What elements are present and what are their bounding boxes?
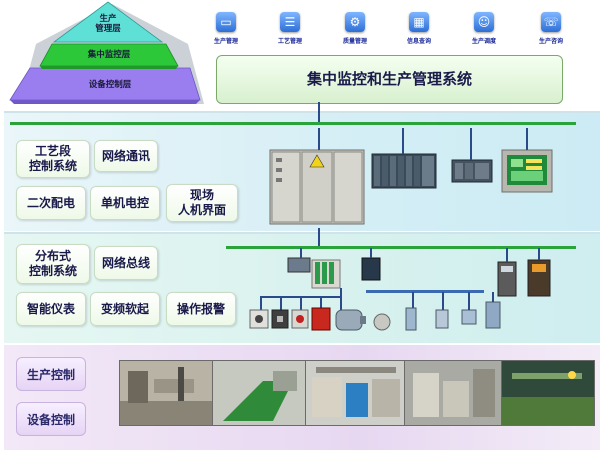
box-smart-instruments: 智能仪表 <box>16 292 86 326</box>
box-distributed-control-system: 分布式控制系统 <box>16 244 90 284</box>
selector-switch-icon <box>271 309 289 329</box>
gateway-icon <box>497 261 517 297</box>
people-icon: ☺ <box>474 12 494 32</box>
small-plc-icon <box>451 159 493 183</box>
pyramid-middle-label: 集中监控层 <box>87 50 131 60</box>
hmi-panel-icon <box>501 149 553 193</box>
emergency-switch-icon <box>311 307 331 331</box>
box-field-hmi: 现场人机界面 <box>166 184 238 222</box>
plant-photo-5 <box>501 360 595 426</box>
pyramid-graphic <box>9 1 204 104</box>
monitor-icon: ▭ <box>216 12 236 32</box>
pyramid-top-label: 生产管理层 <box>95 14 121 34</box>
fieldbus-line <box>366 290 484 293</box>
top-icon-label: 生产调度 <box>471 38 496 45</box>
top-icon-label: 信息查询 <box>406 38 431 45</box>
sensor-icons <box>405 301 501 331</box>
stop-button-icon <box>291 309 309 329</box>
top-icon-quality-management[interactable]: ⚙ 质量管理 <box>325 12 385 45</box>
flowmeter-icon <box>373 313 391 331</box>
plc-rack-icon <box>371 153 437 189</box>
network-bus-middle <box>226 246 576 249</box>
display-module-icon <box>527 259 551 297</box>
plant-photo-1 <box>119 360 213 426</box>
box-network-communication: 网络通讯 <box>94 140 158 172</box>
top-icon-production-consult[interactable]: ☏ 生产咨询 <box>521 12 581 45</box>
database-icon: ▦ <box>409 12 429 32</box>
box-process-segment-control: 工艺段控制系统 <box>16 140 90 178</box>
pushbutton-icon <box>249 309 269 329</box>
io-module-icon <box>287 257 341 289</box>
phone-icon: ☏ <box>541 12 561 32</box>
plant-photo-3 <box>305 360 405 426</box>
top-icon-production-dispatch[interactable]: ☺ 生产调度 <box>454 12 514 45</box>
top-icon-production-management[interactable]: ▭ 生产管理 <box>196 12 256 45</box>
box-single-machine-control: 单机电控 <box>90 186 160 220</box>
title-connector <box>318 102 320 122</box>
box-operation-alarm: 操作报警 <box>166 292 236 326</box>
inverter-icon <box>361 257 381 281</box>
box-vfd-soft-start: 变频软起 <box>90 292 160 326</box>
gears-icon: ⚙ <box>345 12 365 32</box>
plant-photo-4 <box>404 360 502 426</box>
document-icon: ☰ <box>280 12 300 32</box>
box-production-control: 生产控制 <box>16 357 86 391</box>
panel1-equipment <box>269 128 553 225</box>
control-cabinet-icon <box>269 149 365 225</box>
top-icon-label: 生产管理 <box>213 38 238 45</box>
top-icon-label: 质量管理 <box>342 38 367 45</box>
panel2-equipment <box>249 248 551 331</box>
box-equipment-control: 设备控制 <box>16 402 86 436</box>
top-icon-info-query[interactable]: ▦ 信息查询 <box>389 12 449 45</box>
top-icon-process-management[interactable]: ☰ 工艺管理 <box>260 12 320 45</box>
box-secondary-distribution: 二次配电 <box>16 186 86 220</box>
network-bus-top <box>10 122 576 125</box>
system-title-box: 集中监控和生产管理系统 <box>216 55 563 104</box>
top-icon-label: 生产咨询 <box>538 38 563 45</box>
hierarchy-pyramid: 生产管理层 集中监控层 设备控制层 <box>0 0 210 108</box>
box-network-bus: 网络总线 <box>94 246 158 280</box>
top-icon-label: 工艺管理 <box>277 38 302 45</box>
pyramid-bottom-label: 设备控制层 <box>88 80 132 90</box>
panel-connector <box>318 228 320 248</box>
plant-photo-2 <box>212 360 306 426</box>
motor-icon <box>335 309 366 331</box>
